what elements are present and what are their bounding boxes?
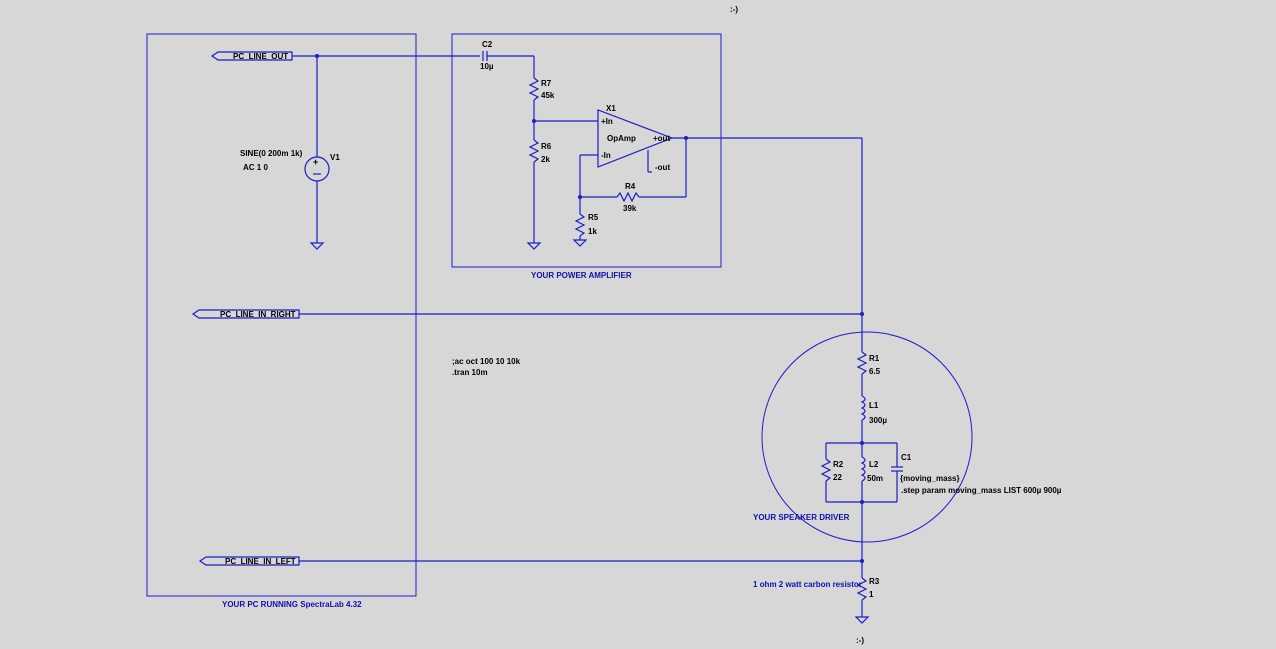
r6-value: 2k	[541, 155, 550, 164]
inductor-l1[interactable]	[860, 395, 866, 421]
directive-tran: .tran 10m	[452, 368, 488, 377]
r6-name: R6	[541, 142, 552, 151]
x1-model: OpAmp	[607, 134, 636, 143]
net-label-line-in-right: PC_LINE_IN_RIGHT	[220, 310, 296, 319]
resistor-r3[interactable]	[856, 577, 868, 601]
net-flag-line-out[interactable]: PC_LINE_OUT	[210, 51, 293, 61]
l1-name: L1	[869, 401, 879, 410]
r7-name: R7	[541, 79, 552, 88]
c2-name: C2	[482, 40, 493, 49]
resistor-r7[interactable]	[528, 77, 540, 101]
r3-value: 1	[869, 590, 874, 599]
ground-icon	[526, 242, 542, 250]
directive-ac: ;ac oct 100 10 10k	[452, 357, 521, 366]
r4-name: R4	[625, 182, 636, 191]
v1-value: SINE(0 200m 1k)	[240, 149, 303, 158]
r2-name: R2	[833, 460, 844, 469]
r1-name: R1	[869, 354, 880, 363]
speaker-caption: YOUR SPEAKER DRIVER	[753, 513, 850, 522]
l2-value: 50m	[867, 474, 883, 483]
r2-value: 22	[833, 473, 842, 482]
c1-name: C1	[901, 453, 912, 462]
r3-note: 1 ohm 2 watt carbon resistor	[753, 580, 862, 589]
net-label-line-out: PC_LINE_OUT	[233, 52, 288, 61]
resistor-r2[interactable]	[820, 458, 832, 482]
amp-box-caption: YOUR POWER AMPLIFIER	[531, 271, 632, 280]
net-label-line-in-left: PC_LINE_IN_LEFT	[225, 557, 296, 566]
resistor-r4[interactable]	[616, 191, 640, 203]
r1-value: 6.5	[869, 367, 881, 376]
speaker-circle	[761, 331, 973, 543]
bottom-note: :-)	[856, 636, 864, 645]
pc-box	[146, 33, 417, 597]
resistor-r6[interactable]	[528, 139, 540, 163]
voltage-source-v1[interactable]: +	[304, 156, 330, 182]
c2-value: 10µ	[480, 62, 494, 71]
r7-value: 45k	[541, 91, 555, 100]
net-flag-line-in-right[interactable]: PC_LINE_IN_RIGHT	[191, 309, 300, 319]
v1-name: V1	[330, 153, 340, 162]
x1-pin-in-minus: -In	[601, 151, 611, 160]
amp-box	[451, 33, 722, 268]
resistor-r5[interactable]	[574, 213, 586, 237]
junction	[860, 559, 864, 563]
l2-name: L2	[869, 460, 879, 469]
net-flag-line-in-left[interactable]: PC_LINE_IN_LEFT	[198, 556, 300, 566]
r5-name: R5	[588, 213, 599, 222]
c1-value: {moving_mass}	[900, 474, 960, 483]
capacitor-c2[interactable]	[482, 51, 488, 61]
top-note: :-)	[730, 5, 738, 14]
inductor-l2[interactable]	[860, 456, 866, 482]
resistor-r1[interactable]	[856, 351, 868, 375]
opamp-x1[interactable]	[597, 109, 674, 168]
pc-box-caption: YOUR PC RUNNING SpectraLab 4.32	[222, 600, 362, 609]
x1-pin-in-plus: +In	[601, 117, 613, 126]
capacitor-c1[interactable]	[891, 466, 903, 472]
x1-pin-out-minus: -out	[655, 163, 670, 172]
x1-pin-out-plus: +out	[653, 134, 670, 143]
r4-value: 39k	[623, 204, 637, 213]
l1-value: 300µ	[869, 416, 887, 425]
ground-icon	[309, 242, 325, 250]
x1-name: X1	[606, 104, 616, 113]
junction	[684, 136, 688, 140]
r5-value: 1k	[588, 227, 597, 236]
r3-name: R3	[869, 577, 880, 586]
junction	[860, 312, 864, 316]
ground-icon	[572, 239, 588, 247]
directive-step: .step param moving_mass LIST 600µ 900µ	[901, 486, 1062, 495]
ground-icon	[854, 616, 870, 624]
svg-text:+: +	[313, 157, 318, 167]
v1-ac: AC 1 0	[243, 163, 268, 172]
